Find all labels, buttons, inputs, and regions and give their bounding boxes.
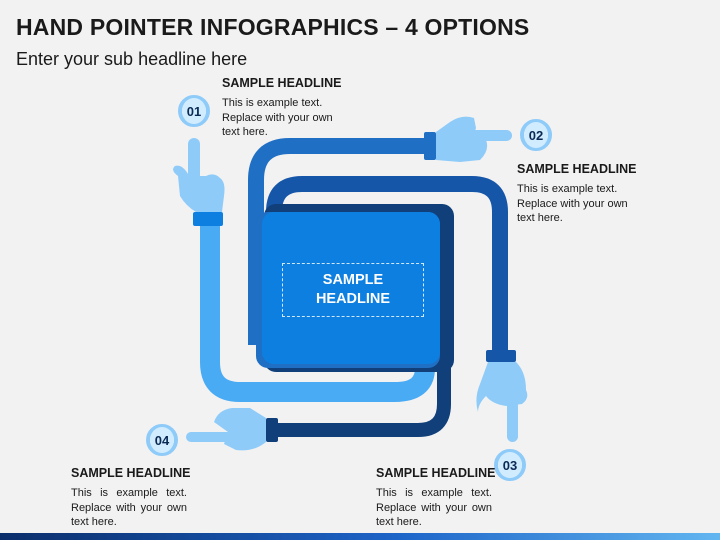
badge-04: 04 — [146, 424, 178, 456]
badge-03-number: 03 — [498, 452, 522, 478]
option-03-headline: SAMPLE HEADLINE — [376, 466, 496, 480]
option-01: SAMPLE HEADLINE This is example text. Re… — [222, 76, 350, 140]
badge-01-number: 01 — [182, 98, 206, 124]
square-front — [262, 212, 440, 364]
badge-03: 03 — [494, 449, 526, 481]
pipe-mid — [248, 138, 428, 345]
cuff-02 — [424, 132, 436, 160]
badge-02-number: 02 — [524, 122, 548, 148]
option-02-headline: SAMPLE HEADLINE — [517, 162, 637, 176]
option-03-text: This is example text. Replace with your … — [376, 487, 492, 528]
option-04-headline: SAMPLE HEADLINE — [71, 466, 191, 480]
option-02-text: This is example text. Replace with your … — [517, 183, 628, 224]
cuff-01 — [193, 212, 223, 226]
option-03: SAMPLE HEADLINE This is example text. Re… — [376, 466, 496, 530]
option-01-text: This is example text. Replace with your … — [222, 97, 333, 138]
center-headline-box: SAMPLE HEADLINE — [282, 263, 424, 317]
hand-pointer-down-icon — [476, 362, 528, 442]
pipe-dark-bottom — [276, 212, 451, 437]
option-02: SAMPLE HEADLINE This is example text. Re… — [517, 162, 645, 226]
hand-pointer-up-icon — [173, 138, 225, 212]
badge-02: 02 — [520, 119, 552, 151]
badge-04-number: 04 — [150, 427, 174, 453]
option-04: SAMPLE HEADLINE This is example text. Re… — [71, 466, 191, 530]
hand-pointer-left-icon — [186, 408, 266, 451]
bottom-accent-bar — [0, 533, 720, 540]
page-subtitle: Enter your sub headline here — [16, 49, 248, 69]
option-04-text: This is example text. Replace with your … — [71, 487, 187, 528]
hand-pointer-right-icon — [436, 116, 512, 162]
cuff-03 — [486, 350, 516, 362]
page-title: HAND POINTER INFOGRAPHICS – 4 OPTIONS — [16, 14, 530, 40]
cuff-04 — [266, 418, 278, 442]
center-headline: SAMPLE HEADLINE — [315, 272, 391, 307]
option-01-headline: SAMPLE HEADLINE — [222, 76, 342, 90]
pipe-dark-right — [266, 176, 508, 352]
pipe-light — [200, 222, 435, 402]
badge-01: 01 — [178, 95, 210, 127]
